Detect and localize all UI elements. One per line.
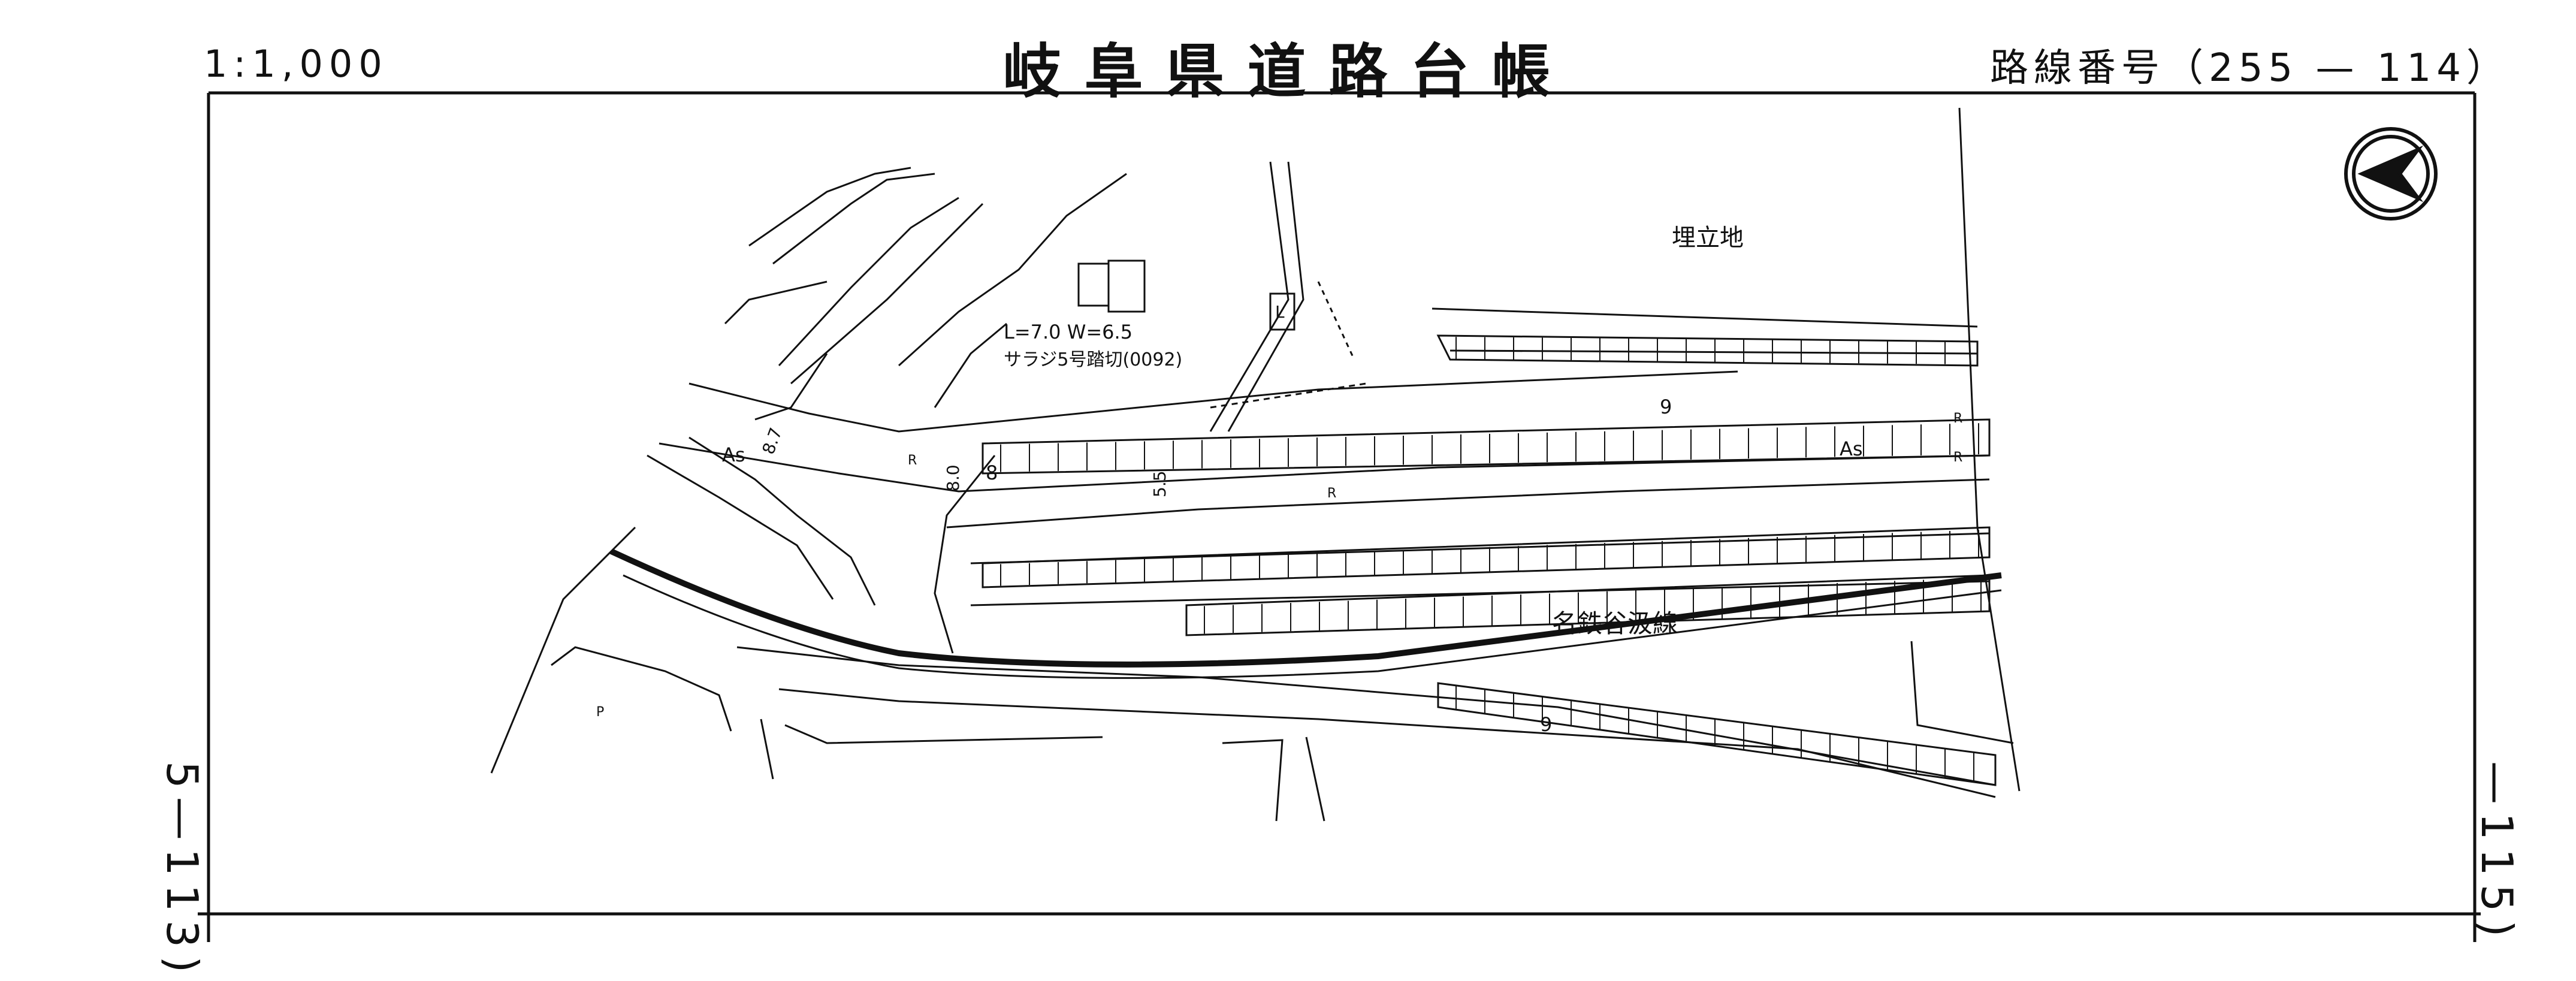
- road-ledger-map: 埋立地 L=7.0 W=6.5 サラジ5号踏切(0092) 名鉄谷汲線 As A…: [198, 91, 2481, 942]
- marker-r-3: R: [1953, 411, 1962, 426]
- surface-as-left: As: [722, 443, 745, 466]
- building-tag: L: [1275, 302, 1285, 322]
- landfill-label: 埋立地: [1672, 224, 1744, 252]
- map-linework: [490, 107, 2021, 822]
- railway-line: [609, 548, 2002, 679]
- parking-label: P: [596, 705, 604, 720]
- surface-as-right: As: [1840, 437, 1863, 460]
- map-frame: [198, 91, 2481, 942]
- marker-r-2: R: [1327, 486, 1336, 501]
- page-title: 岐阜県道路台帳: [1002, 37, 1574, 106]
- crossing-name-label: サラジ5号踏切(0092): [1004, 349, 1182, 370]
- previous-sheet-label: 5—113): [157, 761, 207, 981]
- railway-label: 名鉄谷汲線: [1552, 609, 1678, 638]
- north-arrow-icon: [2344, 127, 2438, 221]
- code-9-lower: 9: [1540, 713, 1552, 736]
- route-number: 路線番号（255 — 114）: [1990, 46, 2510, 90]
- dim-5-5: 5.5: [1150, 470, 1170, 497]
- crossing-dims-label: L=7.0 W=6.5: [1004, 321, 1133, 343]
- map-scale: 1:1,000: [204, 42, 388, 86]
- dim-8: 8: [986, 461, 998, 484]
- embankment-hatching: [982, 334, 1997, 786]
- marker-r-4: R: [1953, 450, 1962, 465]
- marker-r-1: R: [908, 453, 917, 468]
- code-9-upper: 9: [1660, 396, 1672, 418]
- next-sheet-label: —115): [2472, 761, 2522, 946]
- dim-8-7: 8.7: [759, 425, 786, 457]
- dim-8-0: 8.0: [943, 464, 963, 491]
